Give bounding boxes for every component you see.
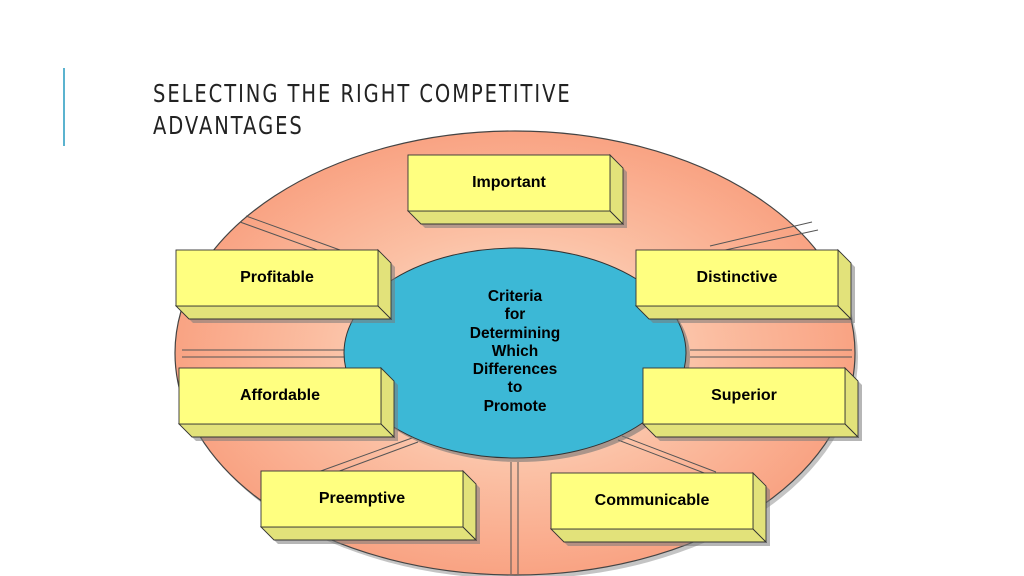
slide-title-line-1: Selecting the Right Competitive: [153, 79, 572, 108]
center-label: Criteria for Determining Which Differenc…: [445, 288, 585, 416]
center-line: Differences: [472, 361, 558, 379]
accent-bar: [63, 68, 65, 146]
center-ellipse: [343, 247, 687, 459]
criterion-box-shape: [177, 366, 398, 441]
criteria-boxes: [174, 153, 862, 546]
criterion-box-shape: [641, 366, 862, 441]
criterion-box-shape: [174, 248, 395, 323]
slide-title: Selecting the Right Competitive Advantag…: [153, 78, 572, 142]
center-line: Which: [491, 342, 539, 360]
center-line: Determining: [469, 324, 561, 342]
center-line: to: [507, 379, 523, 397]
criterion-box-shape: [634, 248, 855, 323]
criterion-box-shape: [549, 471, 770, 546]
center-line: Criteria: [487, 288, 543, 305]
center-line: Promote: [483, 397, 547, 415]
segment-dividers: [182, 215, 852, 574]
slide-title-line-2: Advantages: [153, 111, 304, 140]
criterion-box-shape: [406, 153, 627, 228]
criterion-box-shape: [259, 469, 480, 544]
center-line: for: [504, 306, 526, 324]
